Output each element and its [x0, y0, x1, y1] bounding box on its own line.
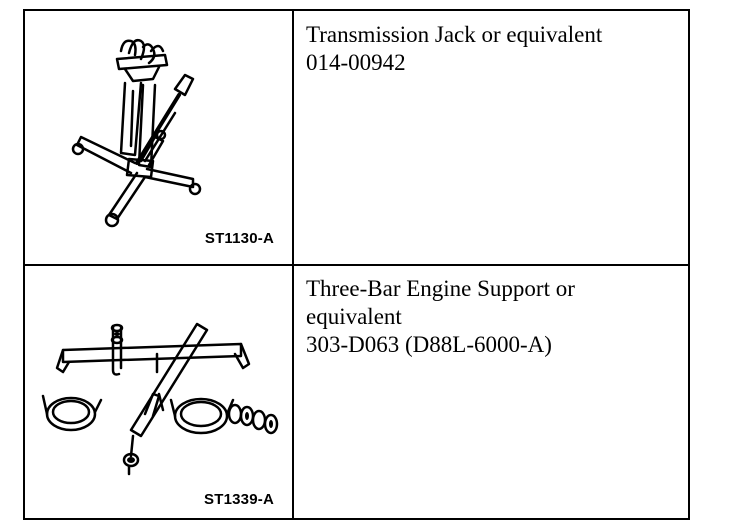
- tool-part-number: 014-00942: [306, 50, 406, 75]
- figure-code: ST1339-A: [204, 491, 274, 508]
- tool-description-cell: Three-Bar Engine Support or equivalent 3…: [292, 264, 690, 520]
- special-tools-table: ST1130-A Transmission Jack or equivalent…: [23, 9, 690, 520]
- transmission-jack-figure: ST1130-A: [25, 11, 292, 264]
- tool-description-cell: Transmission Jack or equivalent 014-0094…: [292, 9, 690, 266]
- engine-support-figure: ST1339-A: [25, 266, 292, 518]
- figure-code: ST1130-A: [204, 230, 274, 247]
- tool-row-three-bar-engine-support: ST1339-A Three-Bar Engine Support or equ…: [23, 264, 690, 520]
- tool-row-transmission-jack: ST1130-A Transmission Jack or equivalent…: [23, 9, 690, 266]
- tool-description-line: Three-Bar Engine Support or: [306, 276, 575, 301]
- tool-illustration-cell: ST1339-A: [23, 264, 294, 520]
- tool-description: Transmission Jack or equivalent: [306, 22, 603, 47]
- tool-illustration-cell: ST1130-A: [23, 9, 294, 266]
- tool-description-line: equivalent: [306, 304, 402, 329]
- transmission-jack-illustration: [71, 39, 202, 228]
- tool-part-number: 303-D063 (D88L-6000-A): [306, 332, 552, 357]
- three-bar-engine-support-illustration: [41, 322, 279, 476]
